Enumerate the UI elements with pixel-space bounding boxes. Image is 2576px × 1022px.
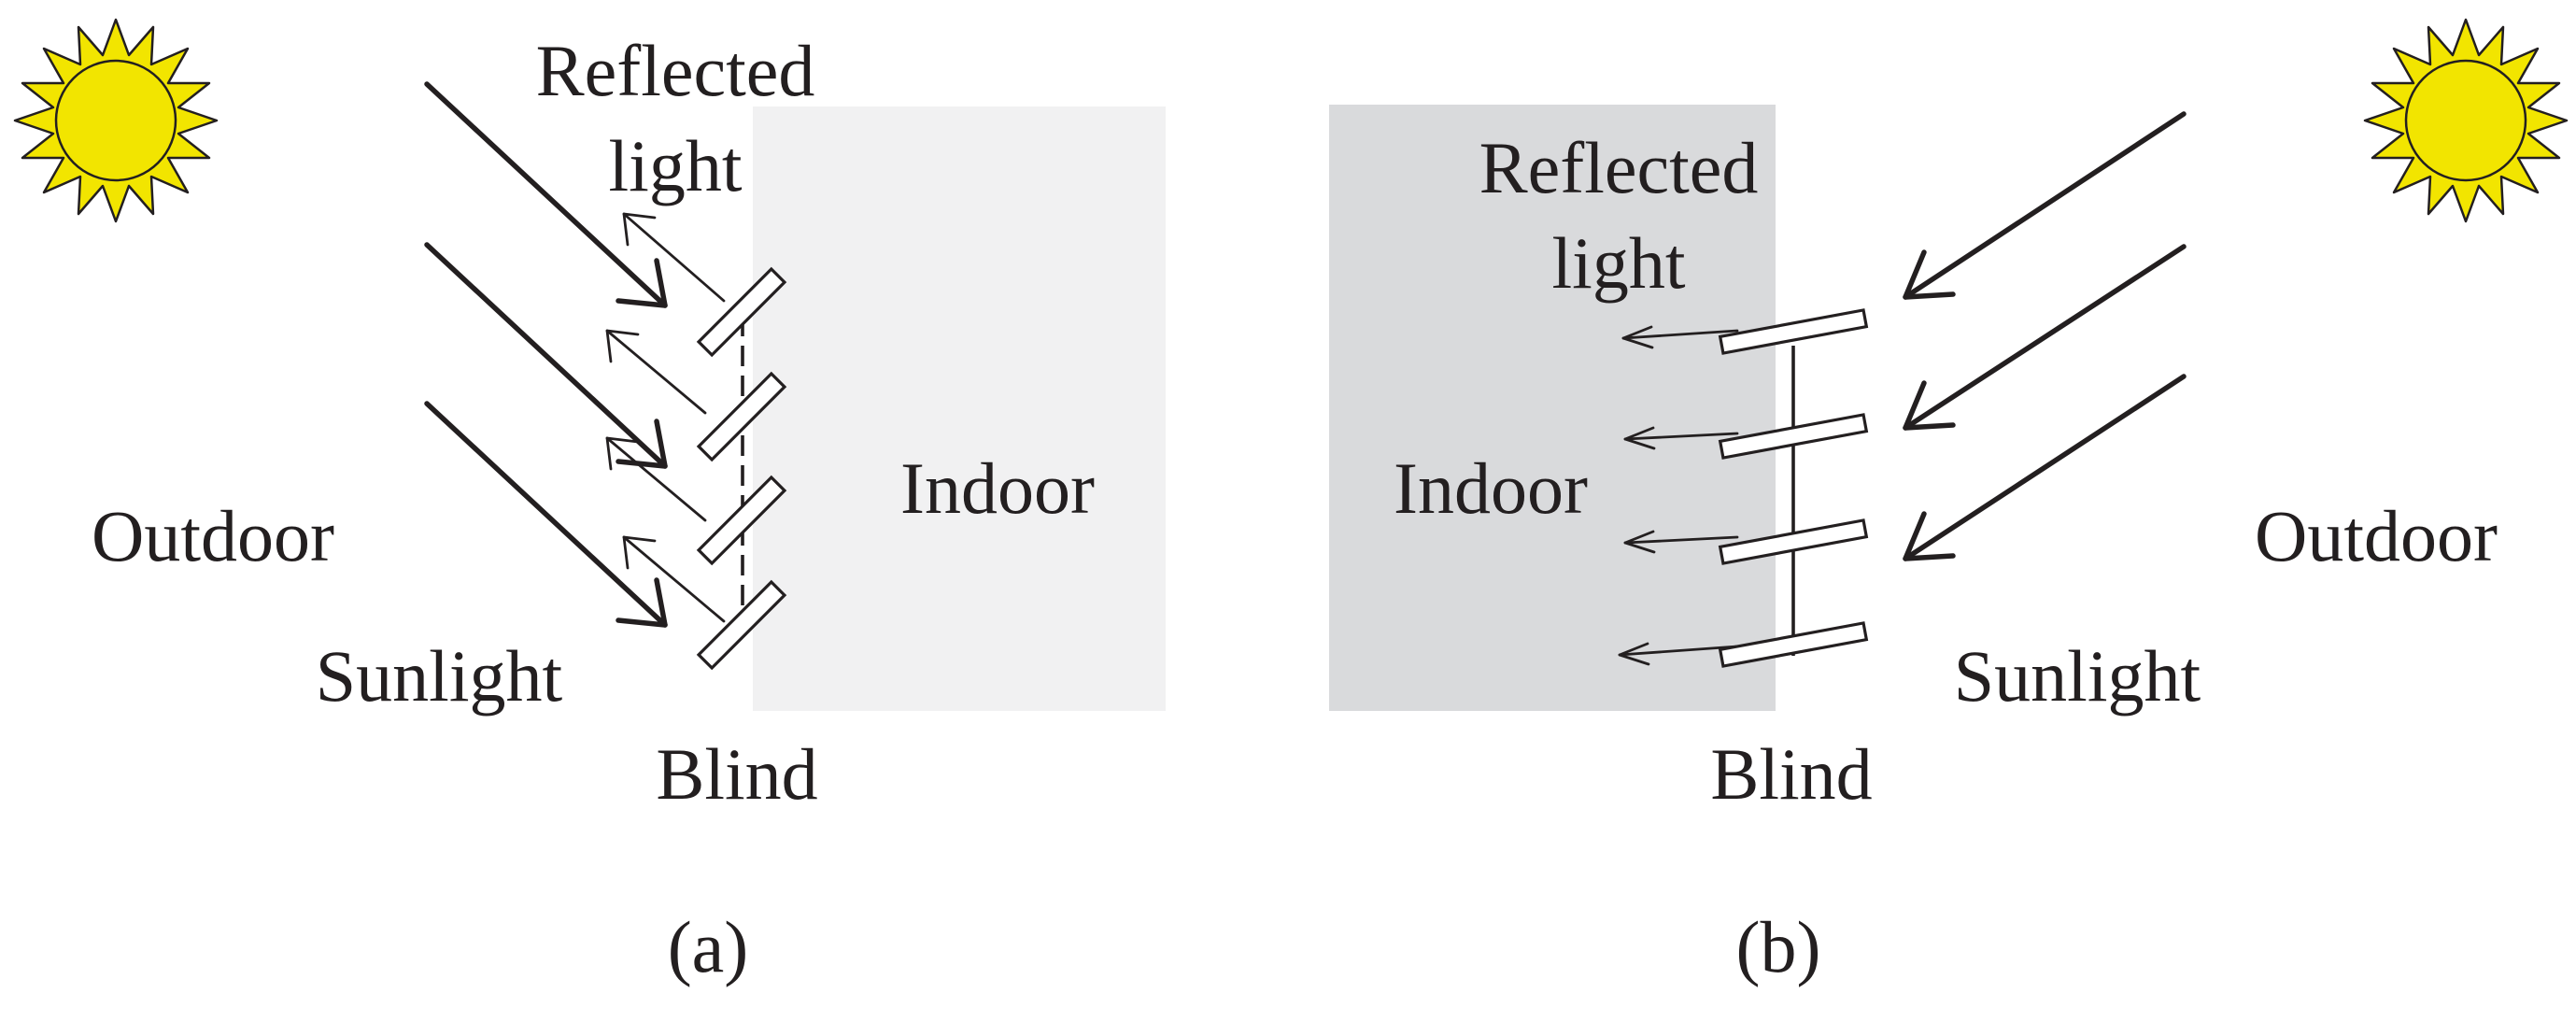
sunlight-arrows-a [424,81,668,628]
sunlight-arrow [1903,374,2187,561]
sun-icon [2363,18,2569,223]
reflected-arrows-b [1618,325,1739,666]
blind-slat [1718,413,1869,460]
sun-icon [13,18,219,223]
reflected-light-label-line1: Reflected [1479,127,1759,208]
blind-slat [696,579,787,671]
sunlight-arrow [424,81,668,308]
caption-a: (a) [668,906,749,987]
reflected-arrow [622,535,726,623]
reflected-arrow [605,436,707,522]
blind-a [696,266,787,671]
blind-slat [1718,308,1869,355]
reflected-arrows-a [605,212,726,623]
sunlight-label: Sunlight [1954,635,2201,717]
panel-b: Reflected light Indoor Outdoor Sunlight … [1329,18,2569,987]
panel-a: Reflected light Indoor Outdoor Sunlight … [13,18,1166,987]
reflected-arrow [1621,325,1739,349]
blind-b [1718,308,1869,668]
sunlight-arrow [1903,244,2187,431]
sunlight-arrow [1903,111,2187,300]
indoor-label: Indoor [900,447,1095,529]
reflected-arrow [605,329,707,415]
blind-slat [696,475,787,566]
reflected-arrow [622,212,726,303]
sunlight-label: Sunlight [316,635,563,717]
blind-slat [696,371,787,462]
sunlight-arrow [424,242,668,469]
reflected-arrow [1623,426,1739,450]
indoor-label: Indoor [1394,447,1588,529]
reflected-arrow [1618,642,1739,666]
blind-label: Blind [656,733,817,815]
reflected-light-label-line2: light [1551,222,1685,304]
blind-slat [1718,621,1869,668]
blind-slat [1718,518,1869,565]
sunlight-arrows-b [1903,111,2187,561]
reflected-arrow [1623,530,1739,554]
indoor-area-a [753,106,1166,711]
outdoor-label: Outdoor [2255,495,2498,576]
blind-label: Blind [1710,733,1872,815]
caption-b: (b) [1736,906,1821,987]
indoor-area-b [1329,105,1776,711]
sunlight-arrow [424,401,668,628]
reflected-light-label-line2: light [608,125,742,206]
outdoor-label: Outdoor [92,495,334,576]
reflected-light-label-line1: Reflected [536,30,815,111]
blind-slat [696,266,787,358]
